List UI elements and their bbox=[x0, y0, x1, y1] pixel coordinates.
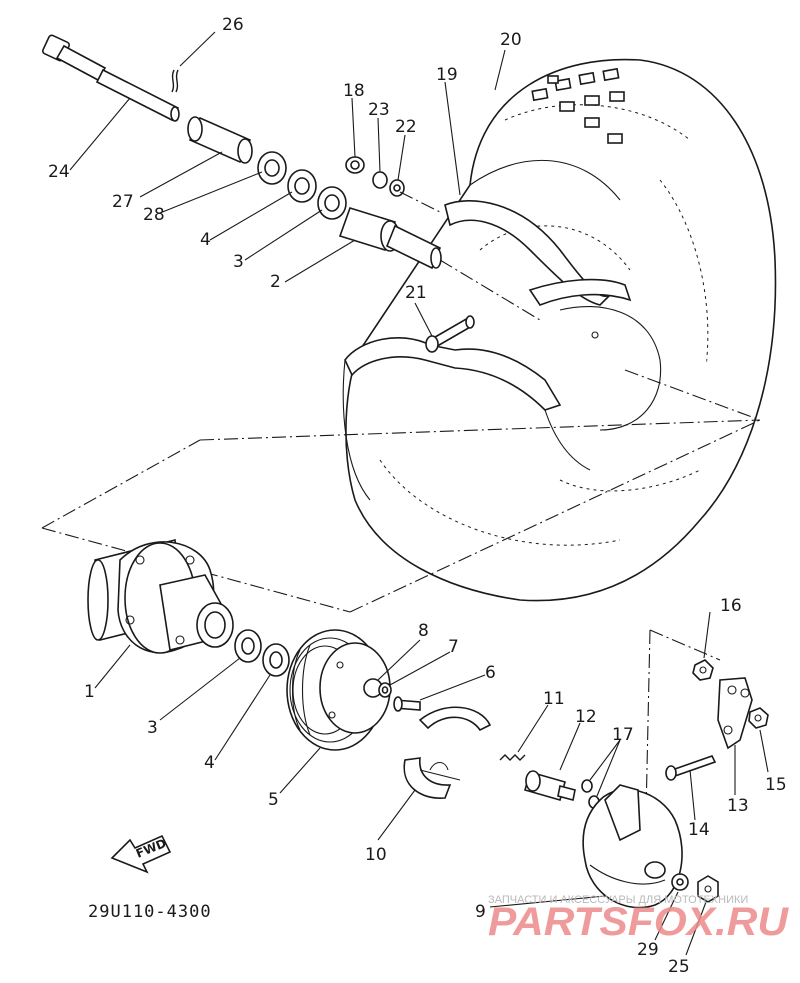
assembly-guide-lines bbox=[41, 369, 761, 861]
callout-22: 22 bbox=[395, 117, 417, 137]
axle-spacer bbox=[187, 116, 253, 164]
bearing-4-lower bbox=[262, 643, 290, 677]
bearing-4-upper bbox=[287, 169, 317, 203]
collar bbox=[338, 207, 442, 270]
brake-drum bbox=[286, 629, 391, 751]
callout-24: 24 bbox=[48, 162, 70, 182]
callout-8: 8 bbox=[418, 621, 429, 641]
axle-shaft bbox=[95, 68, 180, 122]
bolt-14 bbox=[665, 755, 717, 781]
bolt-6 bbox=[393, 696, 421, 712]
tread-blocks bbox=[531, 67, 625, 144]
callout-10: 10 bbox=[365, 845, 387, 865]
callout-4-lower: 4 bbox=[204, 753, 215, 773]
nut-25 bbox=[697, 875, 719, 903]
brake-arm bbox=[717, 677, 753, 750]
axle-bolt bbox=[41, 34, 107, 82]
callout-13: 13 bbox=[727, 796, 749, 816]
brake-panel bbox=[582, 784, 683, 909]
callout-4-upper: 4 bbox=[200, 230, 211, 250]
callout-17: 17 bbox=[612, 725, 634, 745]
axle-centerline-upper bbox=[399, 191, 441, 213]
rim-inner-half bbox=[342, 337, 591, 501]
callout-14: 14 bbox=[688, 820, 710, 840]
callout-27: 27 bbox=[112, 192, 134, 212]
brake-shoes bbox=[403, 706, 492, 799]
callout-21: 21 bbox=[405, 283, 427, 303]
cotter-pin bbox=[171, 69, 179, 93]
callout-19: 19 bbox=[436, 65, 458, 85]
bearing-3-lower bbox=[234, 629, 262, 663]
washer-22 bbox=[389, 179, 405, 197]
nut-16 bbox=[692, 659, 714, 681]
callout-3-upper: 3 bbox=[233, 252, 244, 272]
rim-outer-half bbox=[444, 199, 662, 431]
callout-16: 16 bbox=[720, 596, 742, 616]
callout-2: 2 bbox=[270, 272, 281, 292]
brake-camshaft bbox=[524, 770, 576, 801]
watermark-tagline: ЗАПЧАСТИ И АКСЕССУАРЫ ДЛЯ МОТОТЕХНИКИ bbox=[488, 894, 748, 906]
callout-numbers: 26 20 19 18 23 22 24 27 28 4 3 2 21 1 3 … bbox=[48, 15, 787, 977]
bearing-28 bbox=[257, 151, 287, 185]
washer-7 bbox=[378, 682, 392, 698]
forward-direction-arrow: FWD bbox=[110, 834, 172, 874]
washer-23 bbox=[372, 171, 388, 189]
washer-29 bbox=[671, 873, 689, 891]
callout-15: 15 bbox=[765, 775, 787, 795]
wheel-hub bbox=[87, 538, 234, 654]
drawing-code: 29U110-4300 bbox=[88, 902, 212, 922]
callout-11: 11 bbox=[543, 689, 565, 709]
tire bbox=[345, 58, 777, 602]
callout-7: 7 bbox=[448, 637, 459, 657]
o-ring-17a bbox=[581, 779, 593, 793]
callout-12: 12 bbox=[575, 707, 597, 727]
nut-18 bbox=[345, 156, 365, 174]
callout-3-lower: 3 bbox=[147, 718, 158, 738]
callout-5: 5 bbox=[268, 790, 279, 810]
watermark: ЗАПЧАСТИ И АКСЕССУАРЫ ДЛЯ МОТОТЕХНИКИ PA… bbox=[488, 894, 789, 944]
callout-26: 26 bbox=[222, 15, 244, 35]
callout-9: 9 bbox=[475, 902, 486, 922]
bearing-3-upper bbox=[317, 186, 347, 220]
callout-23: 23 bbox=[368, 100, 390, 120]
spring-11 bbox=[499, 754, 526, 761]
callout-1: 1 bbox=[84, 682, 95, 702]
callout-29: 29 bbox=[637, 940, 659, 960]
callout-18: 18 bbox=[343, 81, 365, 101]
watermark-brand: PARTSFOX.RU bbox=[488, 900, 789, 944]
callout-6: 6 bbox=[485, 663, 496, 683]
callout-20: 20 bbox=[500, 30, 522, 50]
callout-28: 28 bbox=[143, 205, 165, 225]
callout-25: 25 bbox=[668, 957, 690, 977]
axle-centerline bbox=[439, 259, 541, 321]
leader-lines bbox=[69, 31, 769, 956]
nut-15 bbox=[748, 707, 769, 729]
